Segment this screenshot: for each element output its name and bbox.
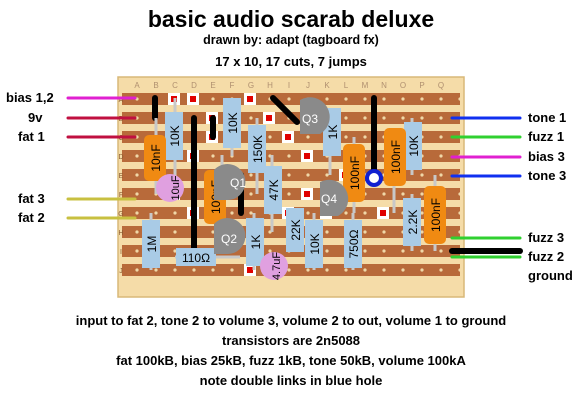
electrolytic-4-7uf-label: 4.7uF [271, 252, 283, 280]
resistor-10k-b-label: 10K [226, 112, 240, 133]
col-G: G [248, 81, 254, 90]
resistor-1k-b [246, 218, 264, 266]
label-tone-1: tone 1 [528, 110, 567, 125]
col-Q: Q [438, 81, 444, 90]
label-fuzz-2: fuzz 2 [528, 249, 565, 264]
label-fat-1: fat 1 [18, 129, 45, 144]
svg-text:G: G [118, 211, 123, 218]
resistor-22k-label: 22K [289, 219, 303, 240]
resistor-47k-label: 47K [267, 179, 281, 200]
svg-text:H: H [118, 230, 123, 237]
col-C: C [172, 81, 178, 90]
label-bias-3: bias 3 [528, 149, 565, 164]
svg-text:A: A [119, 97, 124, 104]
page-title: basic audio scarab deluxe [147, 6, 435, 32]
col-L: L [344, 81, 349, 90]
resistor-2-2k [403, 198, 421, 246]
resistor-10k-c [404, 122, 422, 170]
right-wires [450, 116, 522, 259]
resistor-10k-d-label: 10K [308, 233, 322, 254]
col-J: J [306, 81, 310, 90]
electrolytic-10uf-label: 10uF [170, 175, 182, 200]
board-info: 17 x 10, 17 cuts, 7 jumps [215, 54, 367, 69]
resistor-150k-label: 150K [251, 135, 265, 163]
drawn-by: drawn by: adapt (tagboard fx) [203, 33, 379, 47]
resistor-47k [264, 166, 282, 214]
resistor-1k-a-label: 1K [326, 125, 340, 140]
label-bias-1-2: bias 1,2 [6, 90, 54, 105]
label-fat-2: fat 2 [18, 210, 45, 225]
transistor-q2 [214, 218, 246, 254]
resistor-110 [176, 248, 216, 266]
resistor-750-label: 750Ω [347, 229, 361, 258]
col-O: O [400, 81, 406, 90]
blue-double-link-hole [365, 169, 383, 187]
svg-text:D: D [118, 154, 123, 161]
note-double-links: note double links in blue hole [199, 373, 383, 388]
label-ground: ground [528, 268, 573, 283]
resistors: 10K 10K 150K 1K 10K 47K 1M 110Ω 1K 22K 1… [142, 98, 422, 268]
electrolytic-10uf [156, 174, 184, 202]
note-wiring: input to fat 2, tone 2 to volume 3, volu… [75, 313, 507, 328]
capacitor-10nf-label: 10nF [149, 144, 163, 171]
resistor-110-label: 110Ω [182, 251, 210, 265]
transistor-q4 [320, 179, 349, 216]
resistor-1m [142, 220, 160, 268]
col-B: B [153, 81, 158, 90]
label-fuzz-1: fuzz 1 [528, 129, 565, 144]
capacitor-100nf-c-label: 100nF [389, 140, 403, 174]
jumpers [152, 95, 377, 254]
svg-text:E: E [119, 173, 124, 180]
column-letters: A B C D E F G H I J K L M N O P Q [134, 81, 444, 90]
col-A: A [134, 81, 140, 90]
resistor-10k-a [165, 112, 183, 160]
transistor-q1 [214, 164, 246, 200]
label-fat-3: fat 3 [18, 191, 45, 206]
electrolytic-capacitors: 10uF 4.7uF [156, 174, 288, 280]
capacitor-100nf-b [343, 144, 365, 202]
transistors: Q1 Q2 Q3 Q4 [214, 97, 349, 254]
resistor-10k-a-label: 10K [168, 125, 182, 146]
label-tone-3: tone 3 [528, 168, 567, 183]
svg-text:J: J [119, 268, 123, 275]
note-pots: fat 100kB, bias 25kB, fuzz 1kB, tone 50k… [116, 353, 466, 368]
label-9v: 9v [28, 110, 43, 125]
col-D: D [191, 81, 197, 90]
resistor-10k-b [223, 98, 241, 148]
label-fuzz-3: fuzz 3 [528, 230, 565, 245]
capacitor-10nf [144, 135, 166, 181]
col-I: I [288, 81, 290, 90]
transistor-q1-label: Q1 [230, 176, 246, 190]
col-K: K [324, 81, 330, 90]
col-E: E [210, 81, 215, 90]
col-P: P [419, 81, 424, 90]
note-transistors: transistors are 2n5088 [221, 333, 361, 348]
col-M: M [362, 81, 369, 90]
resistor-10k-d [305, 220, 323, 268]
transistor-q4-label: Q4 [321, 192, 337, 206]
col-F: F [230, 81, 235, 90]
electrolytic-4-7uf [260, 252, 288, 280]
capacitor-100nf-c [384, 128, 406, 186]
col-H: H [267, 81, 273, 90]
capacitor-100nf-d-label: 100nF [429, 198, 443, 232]
capacitor-100nf-d [424, 186, 446, 244]
resistor-2-2k-label: 2.2K [406, 210, 420, 235]
transistor-q3 [300, 97, 330, 134]
resistor-22k [286, 208, 304, 252]
left-wires [66, 96, 137, 220]
svg-text:F: F [119, 192, 123, 199]
svg-text:I: I [120, 249, 122, 256]
resistor-1m-label: 1M [145, 236, 159, 253]
resistor-1k-b-label: 1K [249, 235, 263, 250]
resistor-150k [248, 125, 266, 173]
transistor-q3-label: Q3 [302, 112, 318, 126]
resistor-10k-c-label: 10K [407, 135, 421, 156]
transistor-q2-label: Q2 [221, 232, 237, 246]
resistor-750 [344, 220, 362, 268]
col-N: N [381, 81, 387, 90]
capacitor-100nf-b-label: 100nF [348, 156, 362, 190]
